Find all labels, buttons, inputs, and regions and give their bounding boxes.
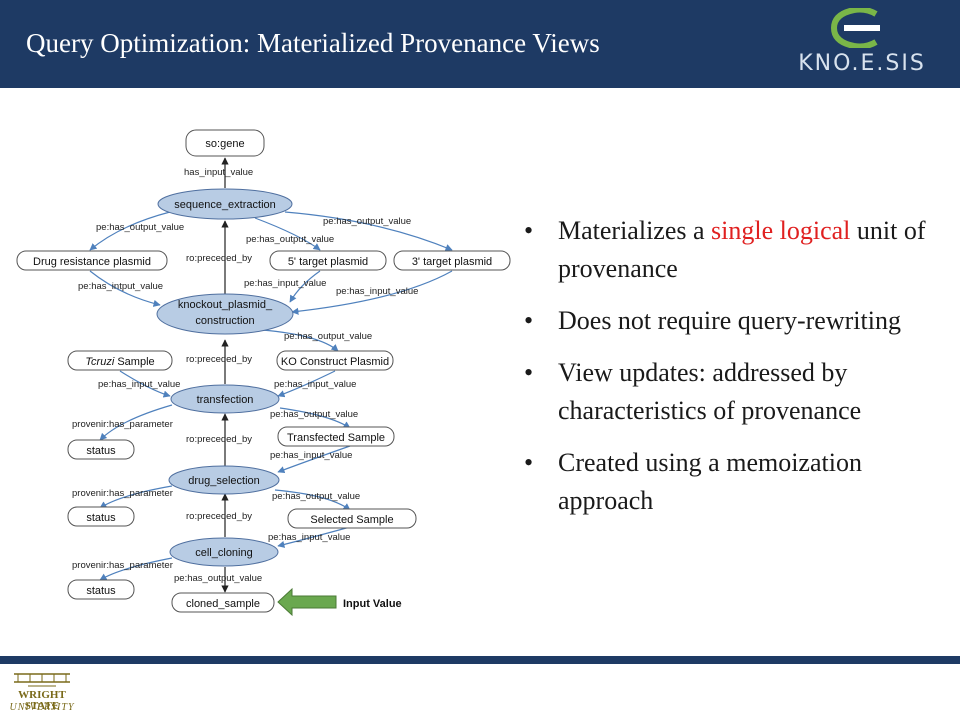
- wright-state-logo: WRIGHT STATE UNIVERSITY: [8, 670, 76, 716]
- node-status-1: status: [67, 439, 135, 460]
- edge-label: ro:preceded_by: [186, 354, 252, 365]
- node-label: status: [86, 445, 116, 457]
- node-label: construction: [195, 315, 254, 327]
- node-drug-selection: drug_selection: [168, 465, 280, 495]
- node-tcruzi-sample: Tcruzi Sample: [67, 350, 173, 371]
- university-name: WRIGHT STATE: [18, 689, 66, 712]
- node-knockout-plasmid-construction: knockout_plasmid_ construction: [156, 293, 294, 335]
- bullet-highlight: single logical: [711, 216, 851, 245]
- edge-label: ro:preceded_by: [186, 434, 252, 445]
- edge-label: pe:has_output_value: [323, 216, 411, 227]
- node-label: Tcruzi Sample: [85, 356, 154, 368]
- node-label: knockout_plasmid_: [178, 299, 273, 311]
- wright-flyer-icon: [14, 673, 70, 687]
- node-label: so:gene: [205, 138, 244, 150]
- node-label: status: [86, 585, 116, 597]
- edge-label: ro:preceded_by: [186, 253, 252, 264]
- node-label: Transfected Sample: [287, 432, 385, 444]
- edge-label: provenir:has_parameter: [72, 419, 173, 430]
- node-label: Selected Sample: [310, 514, 393, 526]
- provenance-diagram: has_input_value pe:has_output_value pe:h…: [16, 129, 511, 617]
- header-bar: Query Optimization: Materialized Provena…: [0, 0, 960, 88]
- edge-label: pe:has_output_value: [270, 409, 358, 420]
- bullet-text: Materializes a: [558, 216, 712, 245]
- edges: [89, 157, 453, 593]
- edge-label: pe:has_input_value: [336, 286, 418, 297]
- bullet-text: Created using a memoization approach: [558, 448, 862, 515]
- node-label-italic: Tcruzi: [85, 356, 114, 368]
- node-status-2: status: [67, 506, 135, 527]
- node-cell-cloning: cell_cloning: [169, 537, 279, 567]
- bullet-text: View updates: addressed by characteristi…: [558, 358, 862, 425]
- knoesis-logo-text: KNO.E.SIS: [798, 51, 926, 76]
- edge-label: pe:has_input_value: [244, 278, 326, 289]
- bullet-item: Materializes a single logical unit of pr…: [520, 212, 940, 288]
- edge-label: pe:has_output_value: [246, 234, 334, 245]
- node-so-gene: so:gene: [185, 129, 265, 157]
- node-selected-sample: Selected Sample: [287, 508, 417, 529]
- input-value-label: Input Value: [343, 598, 402, 610]
- node-3-target-plasmid: 3' target plasmid: [393, 250, 511, 271]
- bullet-list: Materializes a single logical unit of pr…: [520, 212, 940, 534]
- node-5-target-plasmid: 5' target plasmid: [269, 250, 387, 271]
- node-label: cloned_sample: [186, 598, 260, 610]
- bullet-text: unit of provenance: [558, 216, 926, 283]
- node-sequence-extraction: sequence_extraction: [157, 188, 293, 220]
- edge-label: pe:has_output_value: [174, 573, 262, 584]
- edge-label: provenir:has_parameter: [72, 560, 173, 571]
- node-label: Drug resistance plasmid: [33, 256, 151, 268]
- edge-label: pe:has_intput_value: [78, 281, 163, 292]
- bullet-item: Does not require query-rewriting: [520, 302, 940, 340]
- edge-label: provenir:has_parameter: [72, 488, 173, 499]
- node-label-rest: Sample: [114, 356, 154, 368]
- edge-labels: has_input_value pe:has_output_value pe:h…: [72, 167, 418, 584]
- node-transfection: transfection: [170, 384, 280, 414]
- node-label: sequence_extraction: [174, 199, 276, 211]
- edge-label: pe:has_input_value: [268, 532, 350, 543]
- node-label: KO Construct Plasmid: [281, 356, 389, 368]
- edge-label: pe:has_output_value: [96, 222, 184, 233]
- edge-label: has_input_value: [184, 167, 253, 178]
- knoesis-logo: KNO.E.SIS: [782, 8, 942, 78]
- node-transfected-sample: Transfected Sample: [277, 426, 395, 447]
- edge-label: pe:has_output_value: [284, 331, 372, 342]
- node-cloned-sample: cloned_sample: [171, 592, 275, 613]
- bullet-text: Does not require query-rewriting: [558, 306, 901, 335]
- bullet-item: View updates: addressed by characteristi…: [520, 354, 940, 430]
- footer-bar: [0, 656, 960, 664]
- node-label: drug_selection: [188, 475, 260, 487]
- node-ko-construct-plasmid: KO Construct Plasmid: [276, 350, 394, 371]
- university-subtitle: UNIVERSITY: [9, 702, 75, 713]
- bullet-item: Created using a memoization approach: [520, 444, 940, 520]
- node-label: status: [86, 512, 116, 524]
- node-status-3: status: [67, 579, 135, 600]
- node-label: 3' target plasmid: [412, 256, 492, 268]
- edge-label: pe:has_input_value: [274, 379, 356, 390]
- process-nodes: sequence_extraction knockout_plasmid_ co…: [156, 188, 294, 567]
- node-label: transfection: [197, 394, 254, 406]
- edge-label: pe:has_input_value: [98, 379, 180, 390]
- slide-title: Query Optimization: Materialized Provena…: [26, 28, 600, 58]
- node-drug-resistance-plasmid: Drug resistance plasmid: [16, 250, 168, 271]
- input-arrow-icon: [277, 587, 337, 617]
- node-label: cell_cloning: [195, 547, 252, 559]
- edge-label: ro:preceded_by: [186, 511, 252, 522]
- edge-label: pe:has_output_value: [272, 491, 360, 502]
- edge-label: pe:has_input_value: [270, 450, 352, 461]
- input-value-indicator: Input Value: [277, 587, 402, 617]
- knoesis-e-icon: [830, 8, 880, 48]
- node-label: 5' target plasmid: [288, 256, 368, 268]
- entity-nodes: so:gene Drug resistance plasmid 5' targe…: [16, 129, 511, 613]
